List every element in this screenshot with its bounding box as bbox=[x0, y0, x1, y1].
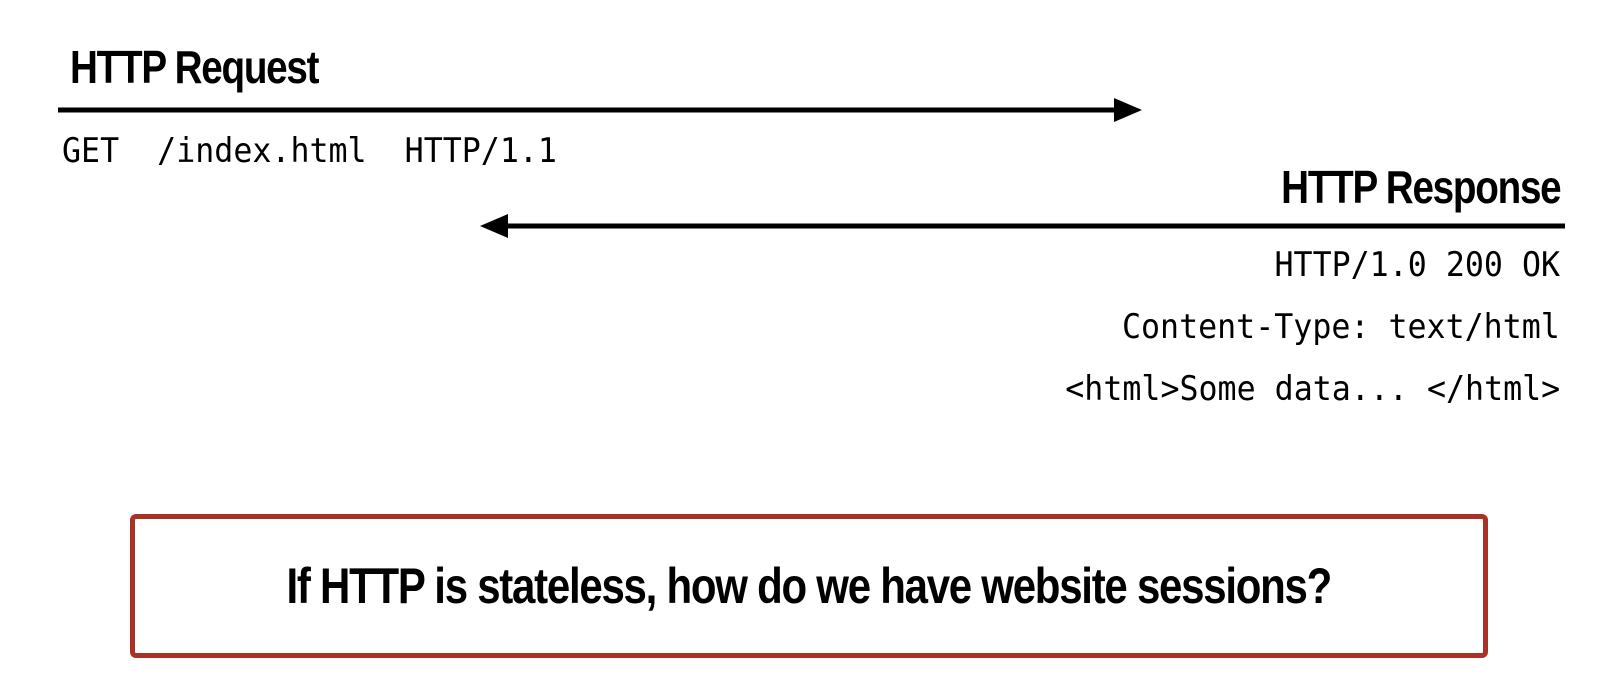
request-arrow bbox=[58, 98, 1142, 122]
response-status-line: HTTP/1.0 200 OK bbox=[1274, 245, 1560, 285]
response-title: HTTP Response bbox=[1280, 161, 1561, 213]
request-line: GET /index.html HTTP/1.1 bbox=[62, 131, 557, 171]
response-arrow-head bbox=[480, 214, 508, 238]
question-box: If HTTP is stateless, how do we have web… bbox=[130, 514, 1488, 658]
response-header-line: Content-Type: text/html bbox=[1122, 307, 1560, 347]
response-arrow bbox=[480, 214, 1565, 238]
request-title: HTTP Request bbox=[70, 41, 320, 93]
response-body-line: <html>Some data... </html> bbox=[1065, 369, 1560, 409]
question-text: If HTTP is stateless, how do we have web… bbox=[286, 558, 1333, 614]
request-arrow-head bbox=[1114, 98, 1142, 122]
